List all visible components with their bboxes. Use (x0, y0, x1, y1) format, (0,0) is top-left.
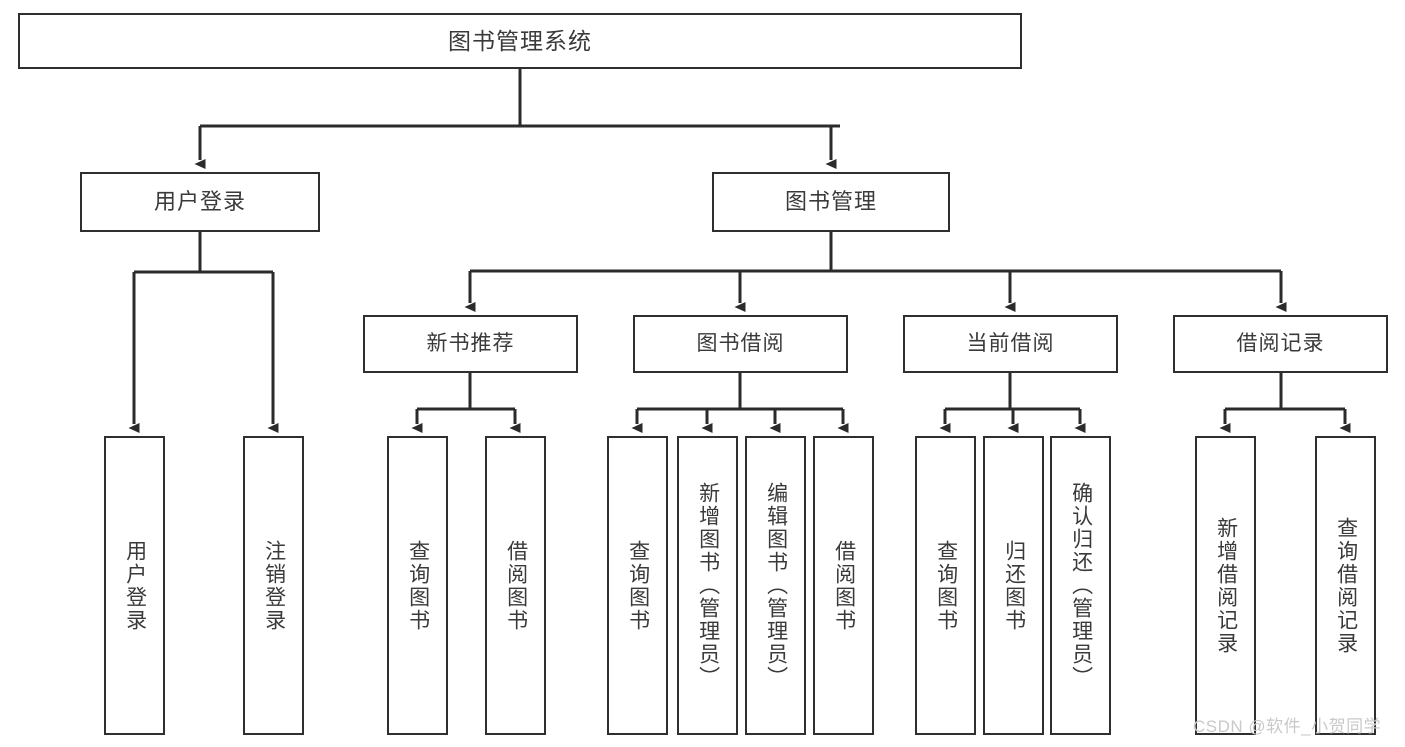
node-root[interactable]: 图书管理系统 (18, 13, 1022, 69)
leaf-edit-book-admin[interactable]: 编辑图书（管理员） (745, 436, 806, 735)
node-book-borrow-label: 图书借阅 (696, 331, 785, 355)
leaf-logout-label: 注销登录 (262, 539, 286, 632)
node-user-login-label: 用户登录 (153, 189, 246, 215)
node-root-label: 图书管理系统 (448, 27, 592, 54)
edge-group-borrow (631, 373, 849, 433)
leaf-add-borrow-record-label: 新增借阅记录 (1214, 516, 1238, 655)
edge-group-book-manage (464, 232, 1287, 312)
leaf-return-book[interactable]: 归还图书 (983, 436, 1044, 735)
leaf-query-book-3-label: 查询图书 (934, 539, 958, 632)
edge-group-new-book (411, 373, 521, 433)
leaf-add-book-admin-label: 新增图书（管理员） (696, 482, 720, 689)
leaf-borrow-book-1-label: 借阅图书 (504, 539, 528, 632)
watermark-text: CSDN @软件_小贺同学 (1193, 717, 1382, 736)
node-book-manage-label: 图书管理 (784, 189, 877, 215)
leaf-edit-book-admin-label: 编辑图书（管理员） (764, 482, 788, 689)
node-book-manage[interactable]: 图书管理 (712, 172, 950, 232)
leaf-confirm-return-admin-label: 确认归还（管理员） (1069, 482, 1093, 689)
edge-group-root (194, 69, 840, 169)
leaf-query-book-3[interactable]: 查询图书 (915, 436, 976, 735)
node-borrow-record-label: 借阅记录 (1236, 331, 1325, 355)
leaf-query-book-1-label: 查询图书 (406, 539, 430, 632)
node-book-borrow[interactable]: 图书借阅 (633, 315, 848, 373)
leaf-query-borrow-record-label: 查询借阅记录 (1334, 516, 1358, 655)
leaf-user-login[interactable]: 用户登录 (104, 436, 165, 735)
edge-group-record (1219, 373, 1351, 433)
leaf-query-book-2-label: 查询图书 (626, 539, 650, 632)
leaf-add-borrow-record[interactable]: 新增借阅记录 (1195, 436, 1256, 735)
edge-group-current (939, 373, 1086, 433)
edge-group-user-login (128, 232, 279, 433)
node-new-book-recommend-label: 新书推荐 (426, 331, 515, 355)
node-current-borrow-label: 当前借阅 (966, 331, 1055, 355)
leaf-borrow-book-1[interactable]: 借阅图书 (485, 436, 546, 735)
node-new-book-recommend[interactable]: 新书推荐 (363, 315, 578, 373)
leaf-query-borrow-record[interactable]: 查询借阅记录 (1315, 436, 1376, 735)
leaf-add-book-admin[interactable]: 新增图书（管理员） (677, 436, 738, 735)
leaf-logout[interactable]: 注销登录 (243, 436, 304, 735)
node-current-borrow[interactable]: 当前借阅 (903, 315, 1118, 373)
leaf-query-book-2[interactable]: 查询图书 (607, 436, 668, 735)
leaf-query-book-1[interactable]: 查询图书 (387, 436, 448, 735)
leaf-return-book-label: 归还图书 (1002, 539, 1026, 632)
leaf-user-login-label: 用户登录 (123, 539, 147, 632)
node-borrow-record[interactable]: 借阅记录 (1173, 315, 1388, 373)
leaf-borrow-book-2-label: 借阅图书 (832, 539, 856, 632)
leaf-confirm-return-admin[interactable]: 确认归还（管理员） (1050, 436, 1111, 735)
node-user-login[interactable]: 用户登录 (80, 172, 320, 232)
leaf-borrow-book-2[interactable]: 借阅图书 (813, 436, 874, 735)
